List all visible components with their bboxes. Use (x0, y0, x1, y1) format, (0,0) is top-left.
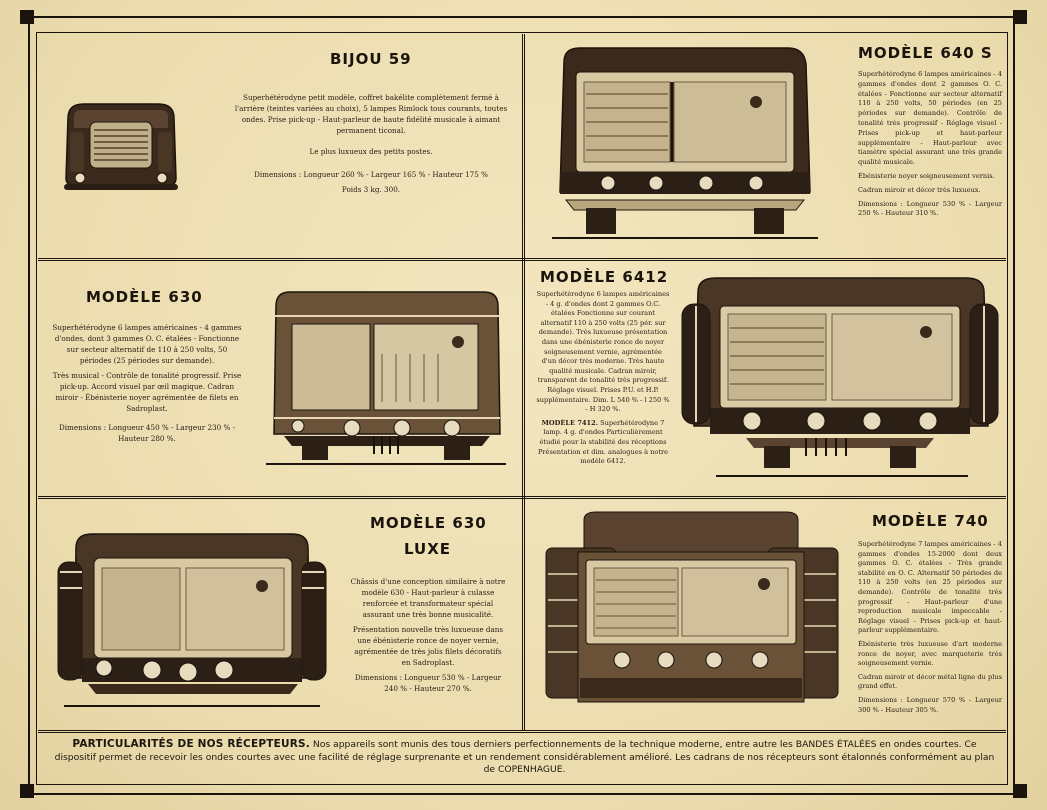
variant-label: MODÈLE 7412. (541, 418, 599, 427)
description-text-2: Très musical - Contrôle de tonalité prog… (52, 371, 242, 413)
radio-illustration-6412 (681, 277, 999, 477)
dimensions-text: Dimensions : Longueur 570 % - Largeur 30… (858, 695, 1002, 714)
row-divider-1 (38, 258, 1006, 261)
description-text-2: Présentation nouvelle très luxueuse dans… (352, 625, 504, 667)
description-text-2: MODÈLE 7412. Superhétérodyne 7 lamp. 4 g… (536, 419, 670, 467)
corner-mark-top-right (1013, 10, 1027, 24)
radio-illustration-630-luxe (57, 533, 327, 707)
product-title: MODÈLE 640 S (858, 44, 993, 62)
description-text: Superhétérodyne 6 lampes américaines - 4… (52, 323, 242, 365)
description-text: Châssis d'une conception similaire à not… (350, 577, 506, 619)
description-text: Superhétérodyne 7 lampes américaines - 4… (858, 540, 1002, 635)
radio-illustration-640s (552, 47, 818, 239)
product-title: MODÈLE 630 (86, 288, 203, 306)
product-title: MODÈLE 630 (370, 514, 487, 532)
column-divider (522, 34, 525, 730)
dimensions-text: Dimensions : Longueur 260 % - Largeur 16… (254, 170, 488, 179)
variant-text: Superhétérodyne 7 lamp. 4 g. d'ondes Par… (537, 418, 669, 466)
product-title: BIJOU 59 (330, 50, 412, 68)
tagline-text: Le plus luxueux des petits postes. (309, 147, 433, 156)
footer-features: PARTICULARITÉS DE NOS RÉCEPTEURS. Nos ap… (52, 738, 997, 777)
footer-heading: PARTICULARITÉS DE NOS RÉCEPTEURS. (72, 738, 310, 750)
dimensions-text: Dimensions : Longueur 450 % - Largeur 23… (58, 423, 236, 443)
product-description: Superhétérodyne petit modèle, coffret ba… (232, 92, 510, 199)
product-description: Superhétérodyne 6 lampes américaines - 4… (858, 70, 1002, 223)
dimensions-text: Dimensions : Longueur 530 % - Largeur 25… (858, 199, 1002, 218)
weight-text: Poids 3 kg. 300. (341, 185, 401, 194)
radio-illustration-740 (545, 511, 839, 703)
row-divider-footer (38, 730, 1006, 733)
description-text: Superhétérodyne 6 lampes américaines - 4… (536, 290, 670, 414)
description-text: Superhétérodyne 6 lampes américaines - 4… (858, 70, 1002, 167)
radio-illustration-630 (266, 291, 506, 465)
dial-text: Cadran miroir et décor très luxueux. (858, 185, 981, 194)
cabinet-text: Ébénisterie noyer soigneusement vernis. (858, 171, 995, 180)
product-description: Châssis d'une conception similaire à not… (350, 576, 506, 698)
row-divider-2 (38, 496, 1006, 499)
product-description: Superhétérodyne 6 lampes américaines - 4… (536, 290, 670, 471)
product-title-suffix: LUXE (404, 540, 452, 558)
corner-mark-top-left (20, 10, 34, 24)
dimensions-text: Dimensions : Longueur 530 % - Largeur 24… (354, 673, 502, 693)
footer-text: Nos appareils sont munis des tous dernie… (54, 739, 995, 775)
description-text: Superhétérodyne petit modèle, coffret ba… (234, 93, 508, 135)
cabinet-text: Ébénisterie très luxueuse d'art moderne … (858, 639, 1002, 668)
radio-illustration-bijou-59 (64, 103, 178, 190)
product-title: MODÈLE 740 (872, 512, 989, 530)
product-description: Superhétérodyne 7 lampes américaines - 4… (858, 540, 1002, 719)
inner-frame (36, 32, 1008, 785)
product-title: MODÈLE 6412 (540, 268, 669, 286)
dial-text: Cadran miroir et décor métal ligne du pl… (858, 672, 1002, 691)
product-description: Superhétérodyne 6 lampes américaines - 4… (52, 322, 242, 448)
outer-frame (28, 16, 1015, 795)
corner-mark-bottom-right (1013, 784, 1027, 798)
